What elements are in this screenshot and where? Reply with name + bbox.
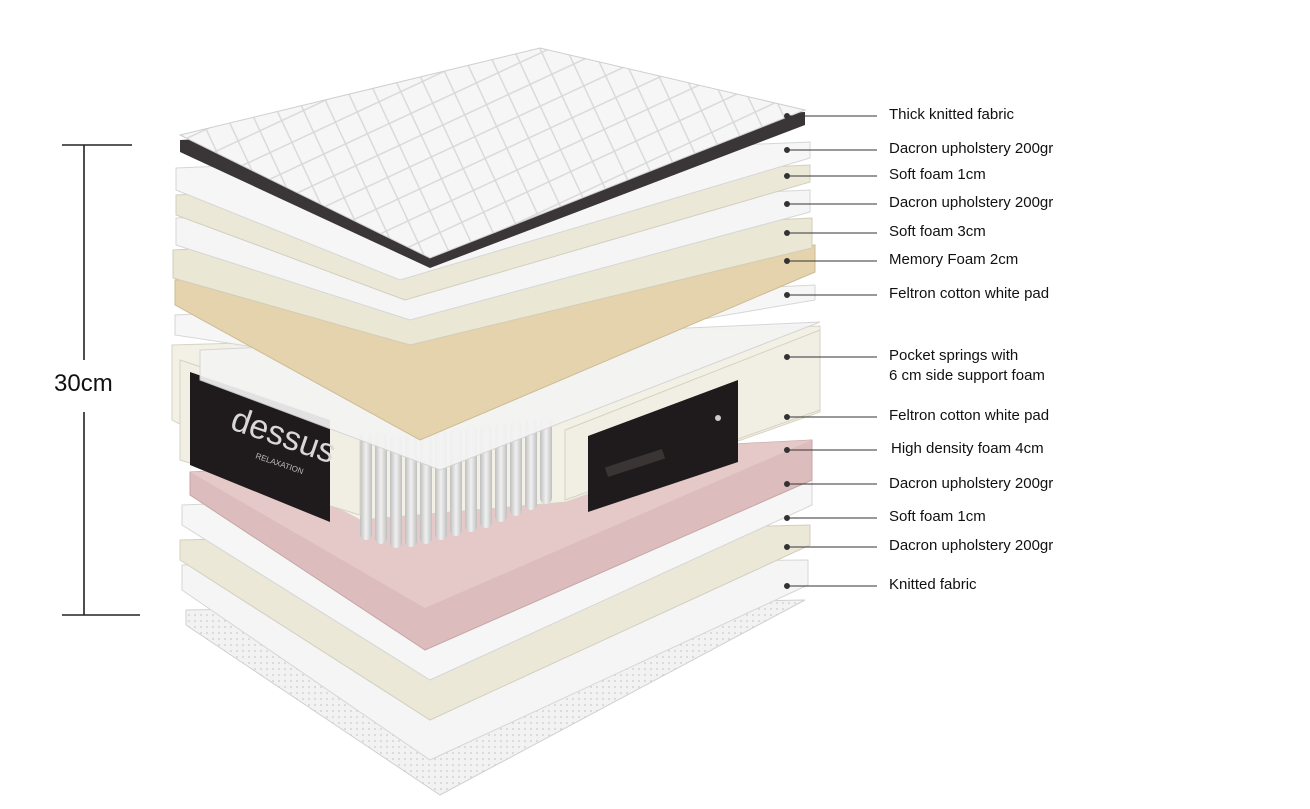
label-dacron-upholstery-2: Dacron upholstery 200gr (889, 194, 1054, 211)
vent-dot (715, 415, 721, 421)
brand-panel-right (588, 380, 738, 512)
label-feltron-pad-top: Feltron cotton white pad (889, 285, 1050, 302)
label-soft-foam-3cm: Soft foam 3cm (889, 223, 986, 240)
label-memory-foam-2cm: Memory Foam 2cm (889, 251, 1019, 268)
label-pocket-springs: Pocket springs with (889, 347, 1019, 364)
label-feltron-pad-bottom: Feltron cotton white pad (889, 407, 1050, 424)
label-dacron-upholstery-3: Dacron upholstery 200gr (889, 475, 1054, 492)
label-knitted-fabric: Knitted fabric (889, 576, 977, 593)
label-soft-foam-1cm-top: Soft foam 1cm (889, 166, 986, 183)
label-pocket-springs-line2: 6 cm side support foam (889, 367, 1045, 384)
label-soft-foam-1cm-bottom: Soft foam 1cm (889, 508, 986, 525)
height-dimension-bracket (62, 144, 140, 616)
layer-thick-knitted-fabric-shape (178, 47, 807, 259)
leader-lines (784, 113, 877, 589)
label-dacron-upholstery-4: Dacron upholstery 200gr (889, 537, 1054, 554)
label-thick-knitted-fabric: Thick knitted fabric (889, 106, 1015, 123)
label-high-density-foam: High density foam 4cm (891, 440, 1044, 457)
height-label: 30cm (54, 370, 113, 397)
handle-slot (604, 448, 666, 478)
label-dacron-upholstery-1: Dacron upholstery 200gr (889, 140, 1054, 157)
